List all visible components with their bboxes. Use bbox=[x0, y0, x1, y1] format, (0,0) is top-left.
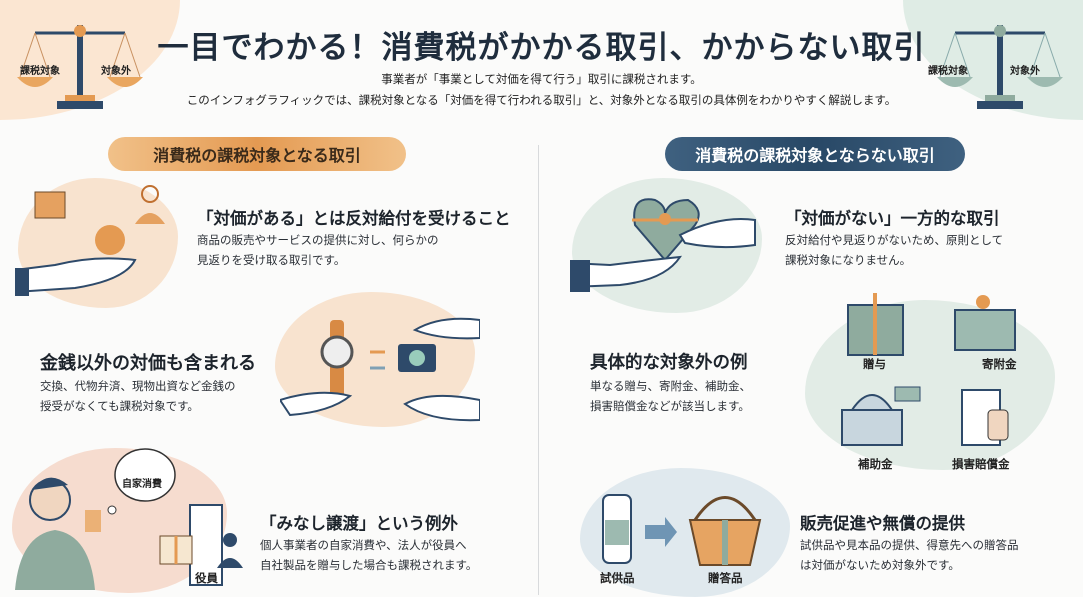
section-desc: 見返りを受け取る取引です。 bbox=[197, 253, 346, 267]
section-title: 「対価がない」一方的な取引 bbox=[785, 209, 1000, 228]
non-taxable-heading: 消費税の課税対象とならない取引 bbox=[665, 137, 965, 171]
examples-illustration bbox=[841, 293, 1016, 446]
item-label: 贈答品 bbox=[708, 571, 743, 585]
scale-label: 対象外 bbox=[101, 66, 131, 77]
subtitle: このインフォグラフィックでは、課税対象となる「対価を得て行われる取引」と、対象外… bbox=[186, 93, 897, 107]
scale-label: 課税対象 bbox=[20, 66, 60, 77]
page-title: 一目でわかる！消費税がかかる取引、かからない取引 bbox=[157, 30, 926, 66]
section-desc: は対価がないため対象外です。 bbox=[800, 558, 960, 572]
scale-icon bbox=[17, 25, 143, 109]
section-desc: 商品の販売やサービスの提供に対し、何らかの bbox=[197, 233, 439, 247]
example-label: 贈与 bbox=[863, 357, 886, 371]
section-desc: 課税対象になりません。 bbox=[785, 253, 912, 267]
section-title: 金銭以外の対価も含まれる bbox=[40, 353, 256, 374]
sample-gift-illustration bbox=[602, 494, 762, 566]
taxable-heading: 消費税の課税対象となる取引 bbox=[108, 137, 406, 171]
self-consumption-illustration bbox=[15, 448, 243, 590]
item-label: 試供品 bbox=[600, 571, 635, 585]
section-title: 販売促進や無償の提供 bbox=[800, 514, 965, 533]
scale-icon bbox=[937, 25, 1063, 109]
section-desc: 損害賠償金などが該当します。 bbox=[590, 399, 750, 413]
officer-label: 役員 bbox=[195, 571, 218, 585]
section-title: 具体的な対象外の例 bbox=[590, 353, 748, 373]
example-label: 補助金 bbox=[858, 457, 893, 471]
subtitle: 事業者が「事業として対価を得て行う」取引に課税されます。 bbox=[381, 72, 702, 86]
section-desc: 反対給付や見返りがないため、原則として bbox=[785, 233, 1004, 247]
section-title: 「みなし譲渡」という例外 bbox=[260, 514, 458, 533]
gift-heart-illustration bbox=[570, 198, 756, 292]
section-title: 「対価がある」とは反対給付を受けること bbox=[197, 209, 511, 228]
barter-illustration bbox=[280, 317, 480, 422]
section-desc: 授受がなくても課税対象です。 bbox=[40, 399, 199, 413]
section-desc: 自社製品を贈与した場合も課税されます。 bbox=[260, 558, 478, 572]
section-desc: 個人事業者の自家消費や、法人が役員へ bbox=[260, 538, 467, 552]
section-desc: 試供品や見本品の提供、得意先への贈答品 bbox=[800, 538, 1019, 552]
example-label: 寄附金 bbox=[982, 357, 1017, 371]
scale-label: 対象外 bbox=[1010, 66, 1040, 77]
section-desc: 交換、代物弁済、現物出資など金銭の bbox=[40, 379, 236, 393]
exchange-illustration bbox=[15, 185, 165, 296]
bubble-label: 自家消費 bbox=[122, 479, 162, 490]
scale-label: 課税対象 bbox=[928, 66, 968, 77]
divider bbox=[538, 145, 539, 595]
section-desc: 単なる贈与、寄附金、補助金、 bbox=[590, 379, 751, 393]
example-label: 損害賠償金 bbox=[952, 457, 1010, 471]
